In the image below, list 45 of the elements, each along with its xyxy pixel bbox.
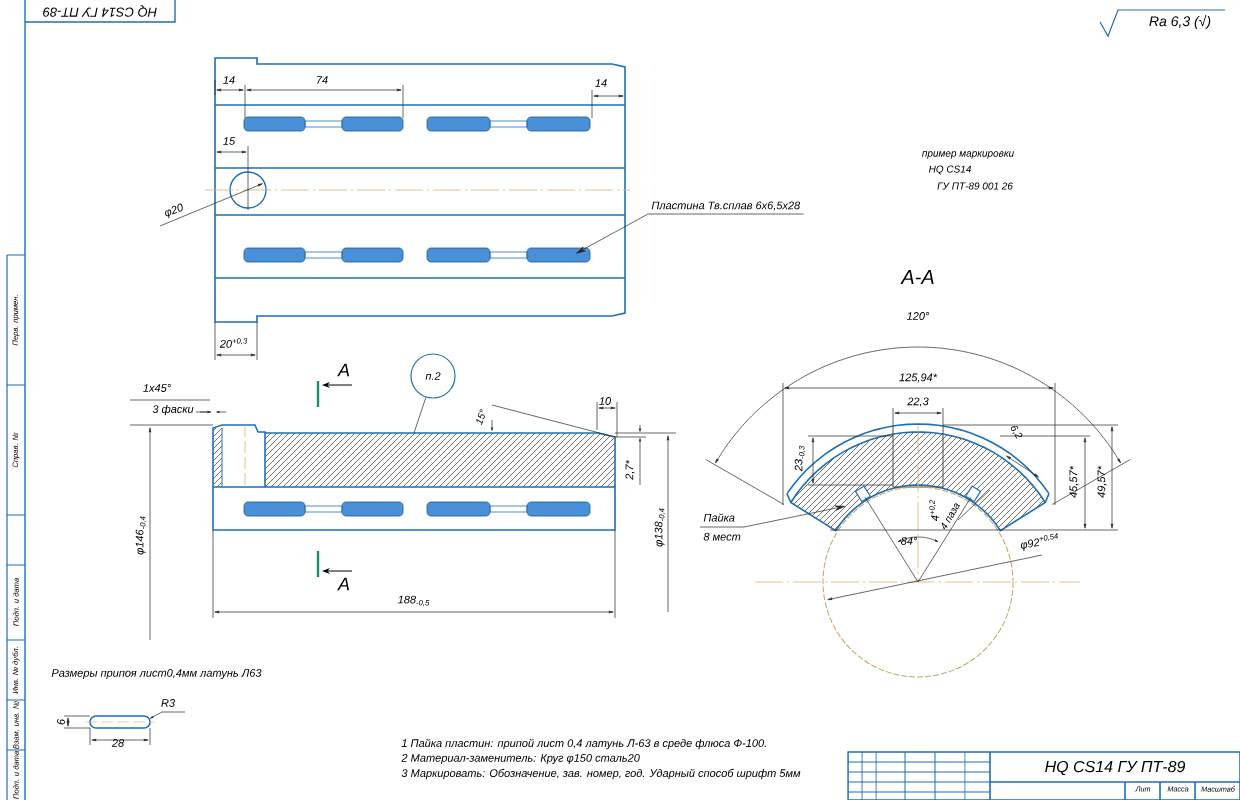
note-text: 2 Материал-заменитель: Круг φ150 сталь20 xyxy=(401,754,640,764)
dimension-label: 15° xyxy=(476,409,485,426)
dimension-label: 6,2 xyxy=(1011,425,1023,439)
leader-text: Пайка 8 мест xyxy=(699,513,745,541)
leader-line xyxy=(743,505,845,528)
dimension-label: 10 xyxy=(599,397,612,405)
dimension-label: 14 xyxy=(595,79,607,87)
dimension-label: 6 xyxy=(57,718,65,725)
dimension-label: 74 xyxy=(317,76,328,84)
section-title: А-А xyxy=(900,270,934,284)
dimension-label: 14 xyxy=(223,76,235,84)
leader-line xyxy=(413,397,427,434)
dimension-label: 84° xyxy=(901,537,918,545)
note-text: 1 Пайка пластин: припой лист 0,4 латунь Л-63 в среде флюса Ф-100. xyxy=(401,738,766,750)
marking-note: HQ CS14 xyxy=(928,165,971,175)
marking-note: ГУ ПТ-89 001 26 xyxy=(937,182,1013,190)
dimension-label: φ92$^{+0,54}$ xyxy=(1020,533,1058,551)
dimension-label: 120° xyxy=(906,312,930,320)
stamp-text: HQ CS14 ГУ ПТ-89 xyxy=(43,5,157,17)
dimension-label: 22,3 xyxy=(907,397,929,407)
dimension-label: 2,7* xyxy=(625,459,635,480)
section-letter: А xyxy=(337,577,350,591)
dimension-label: 15 xyxy=(223,137,236,145)
roughness-note: Ra 6,3 (√) xyxy=(1149,15,1211,29)
dimension-label: 49,57* xyxy=(1097,465,1107,498)
section-letter: А xyxy=(337,363,350,377)
title-block-text: HQ CS14 ГУ ПТ-89 xyxy=(1045,760,1186,776)
dimension-label: 188$_{-0,5}$ xyxy=(398,595,430,607)
dimension-label: 4$^{+0,2}$ xyxy=(929,499,939,522)
dimension-label: 23$_{-0,3}$ xyxy=(794,445,806,472)
dimension-label: φ138$_{-0,4}$ xyxy=(654,508,666,547)
dimension-label: 1х45° xyxy=(143,384,171,392)
note-text: 3 Маркировать: Обозначение, зав. номер, год. Ударный способ шрифт 5мм xyxy=(401,768,801,780)
dimension-label: 45,57* xyxy=(1069,465,1079,498)
dimension-label: φ20 xyxy=(165,203,183,219)
leader-text: Пластина Тв.сплав 6х6,5х28 xyxy=(651,201,801,211)
marking-note: пример маркировки xyxy=(922,151,1014,159)
dimension-label: 125,94* xyxy=(899,373,938,383)
leader-line xyxy=(575,213,804,254)
dimension-label: φ146$_{-0,4}$ xyxy=(135,516,147,555)
dimension-label: 3 фаски xyxy=(152,404,194,416)
dimension-label: 20$^{+0,3}$ xyxy=(219,338,248,348)
dimension-label: R3 xyxy=(161,699,175,707)
dimension-label: 28 xyxy=(111,739,125,747)
note-text: Размеры припоя лист0,4мм латунь Л63 xyxy=(51,669,262,679)
